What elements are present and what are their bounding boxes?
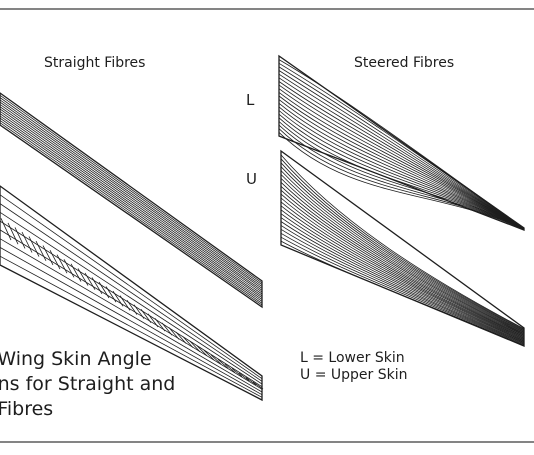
fibre-line xyxy=(278,70,525,229)
fibre-line xyxy=(252,381,264,390)
fibre-line xyxy=(278,95,525,230)
fibre-line xyxy=(0,94,263,284)
fibre-line xyxy=(280,193,525,337)
fibre-line xyxy=(14,227,26,249)
fibre-line xyxy=(280,225,525,343)
fibre-line xyxy=(0,106,263,293)
fibre-line xyxy=(63,259,75,278)
fibre-line xyxy=(280,162,525,331)
fibre-line xyxy=(0,113,263,299)
steered-fibres-title: Steered Fibres xyxy=(354,55,455,71)
fibre-line xyxy=(203,349,215,361)
fibre-line xyxy=(21,231,33,253)
fibre-line xyxy=(280,189,525,336)
fibre-line xyxy=(196,345,208,357)
fibre-line xyxy=(0,122,263,306)
steered-upper-skin xyxy=(280,149,525,347)
fibre-line xyxy=(280,197,525,338)
fibre-line xyxy=(245,377,257,386)
fibre-line xyxy=(280,201,525,339)
figure-caption: l Wing Skin Angle ons for Straight and l… xyxy=(0,347,175,422)
fibre-line xyxy=(280,236,525,345)
fibre-line xyxy=(280,182,525,335)
fibre-line xyxy=(278,121,525,230)
fibre-line xyxy=(278,110,525,230)
fibre-line xyxy=(280,154,525,330)
fibre-line xyxy=(0,117,263,302)
fibre-line xyxy=(278,106,525,230)
fibre-line xyxy=(280,170,525,333)
fibre-line xyxy=(280,228,525,344)
fibre-line xyxy=(278,81,525,229)
fibre-line xyxy=(49,250,61,270)
fibre-line xyxy=(0,99,263,287)
fibre-line xyxy=(0,220,263,388)
fibre-line xyxy=(278,88,525,230)
straight-fibres-title: Straight Fibres xyxy=(44,55,146,71)
fibre-line xyxy=(278,84,525,230)
caption-line-2: ons for Straight and xyxy=(0,373,176,395)
fibre-line xyxy=(278,77,525,229)
fibre-line xyxy=(0,110,263,297)
fibre-line xyxy=(7,222,19,245)
fibre-line xyxy=(224,363,236,373)
straight-upper-skin xyxy=(0,92,263,309)
fibre-line xyxy=(231,368,243,377)
fibre-line xyxy=(278,113,525,230)
fibre-line xyxy=(0,247,263,396)
steered-lower-skin xyxy=(278,54,525,231)
fibre-line xyxy=(0,120,263,304)
caption-line-3: l Fibres xyxy=(0,398,54,420)
fibre-line xyxy=(280,178,525,334)
fibre-line xyxy=(0,218,12,241)
fibre-line xyxy=(0,194,263,380)
fibre-line xyxy=(278,66,525,229)
fibre-line xyxy=(56,254,68,274)
fibre-line xyxy=(217,359,229,369)
fibre-line xyxy=(0,115,263,300)
upper-skin-tag: U xyxy=(246,170,257,188)
fibre-line xyxy=(280,166,525,332)
fibre-line xyxy=(278,102,525,230)
fibre-line xyxy=(0,203,263,382)
fibre-line xyxy=(280,209,525,340)
fibre-line xyxy=(278,92,525,230)
fibre-line xyxy=(278,73,525,229)
fibre-line xyxy=(0,229,263,390)
fibre-line xyxy=(280,213,525,341)
fibre-line xyxy=(28,236,40,257)
fibre-line xyxy=(0,97,263,286)
fibre-line xyxy=(280,186,525,336)
skin-legend: L = Lower Skin U = Upper Skin xyxy=(300,350,407,384)
fibre-line xyxy=(0,255,263,398)
fibre-line xyxy=(278,99,525,230)
fibre-line xyxy=(0,104,263,291)
fibre-line xyxy=(278,128,525,231)
fibre-line xyxy=(35,240,47,261)
fibre-line xyxy=(0,101,263,289)
fibre-line xyxy=(238,372,250,382)
fibre-line xyxy=(280,158,525,330)
fibre-line xyxy=(210,354,222,365)
fibre-line xyxy=(280,205,525,339)
fibre-line xyxy=(0,238,263,393)
fibre-line xyxy=(189,340,201,353)
fibre-line xyxy=(280,174,525,333)
fibre-line xyxy=(278,132,525,231)
legend-upper: U = Upper Skin xyxy=(300,367,408,383)
fibre-line xyxy=(0,108,263,295)
caption-line-1: l Wing Skin Angle xyxy=(0,348,152,370)
fibre-line xyxy=(182,336,194,348)
fibre-line xyxy=(280,232,525,345)
fibre-line xyxy=(280,217,525,342)
straight-lower-skin xyxy=(0,185,264,402)
fibre-line xyxy=(280,221,525,342)
lower-skin-tag: L xyxy=(246,91,255,109)
fibre-line xyxy=(0,211,263,385)
legend-lower: L = Lower Skin xyxy=(300,350,405,366)
fibre-line xyxy=(42,245,54,266)
